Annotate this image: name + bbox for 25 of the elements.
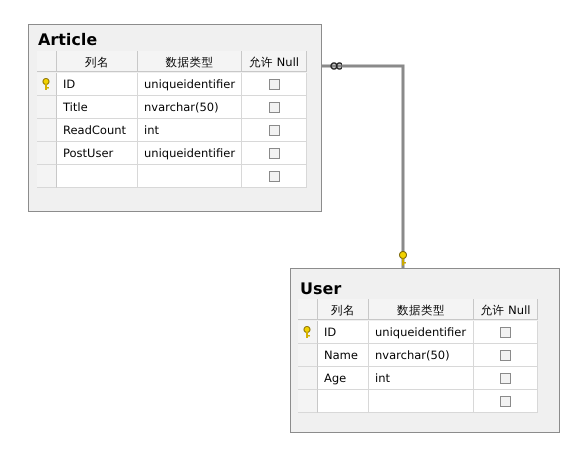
column-header: 数据类型 xyxy=(138,51,242,72)
table-cell: Name xyxy=(318,344,369,367)
table-cell: int xyxy=(369,367,474,390)
column-header: 允许 Null xyxy=(474,299,538,320)
column-header: 列名 xyxy=(318,299,369,320)
table-cell: PostUser xyxy=(57,142,138,165)
table-cell: int xyxy=(138,119,242,142)
relationship-line xyxy=(322,62,407,268)
table-cell: uniqueidentifier xyxy=(138,142,242,165)
column-header: 列名 xyxy=(57,51,138,72)
column-header: 数据类型 xyxy=(369,299,474,320)
table-window xyxy=(28,24,322,212)
table-title: User xyxy=(300,280,342,298)
table-cell: uniqueidentifier xyxy=(138,73,242,96)
table-title: Article xyxy=(38,31,98,49)
table-cell: nvarchar(50) xyxy=(369,344,474,367)
table-cell: Title xyxy=(57,96,138,119)
table-window xyxy=(290,268,560,433)
table-cell: ReadCount xyxy=(57,119,138,142)
table-cell: nvarchar(50) xyxy=(138,96,242,119)
column-header: 允许 Null xyxy=(242,51,307,72)
table-cell: uniqueidentifier xyxy=(369,321,474,344)
table-cell: ID xyxy=(318,321,369,344)
table-cell: ID xyxy=(57,73,138,96)
table-cell: Age xyxy=(318,367,369,390)
